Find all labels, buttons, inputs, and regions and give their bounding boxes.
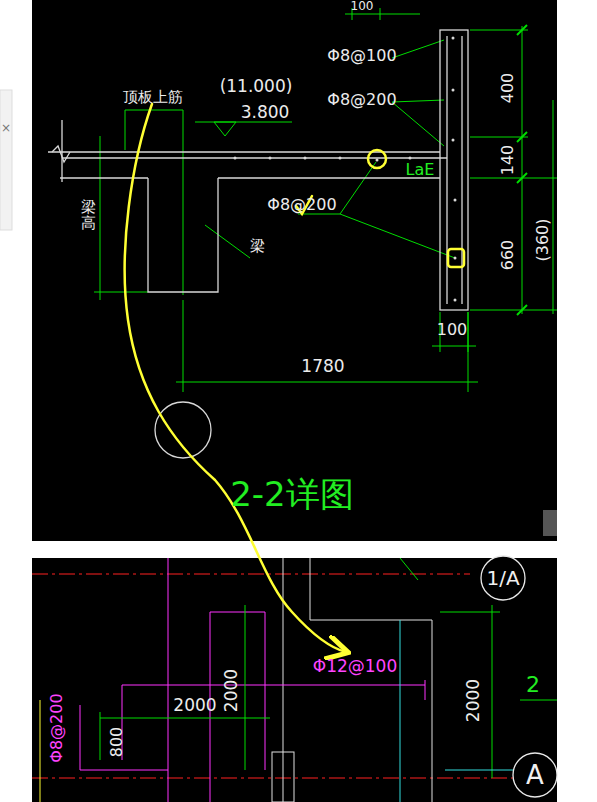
- drawing-label: 2-2详图: [230, 477, 354, 511]
- drawing-label: 顶板上筋: [123, 90, 183, 105]
- drawing-label: ×: [1, 122, 11, 134]
- drawing-label: 100: [351, 0, 374, 12]
- label-text: Φ8@200: [267, 197, 336, 213]
- drawing-label: 2000: [465, 678, 482, 721]
- label-text: ×: [1, 122, 11, 134]
- drawing-label: 1780: [301, 358, 344, 375]
- label-text: 顶板上筋: [123, 90, 183, 105]
- label-text: 100: [351, 0, 374, 12]
- axis-bubble: A: [512, 752, 558, 798]
- label-text: 梁: [250, 239, 265, 254]
- label-text: 3.800: [241, 104, 290, 121]
- drawing-label: 2: [526, 674, 540, 696]
- drawing-label: Φ8@100: [327, 48, 396, 64]
- drawing-label: 梁: [250, 239, 265, 254]
- label-text: Φ8@200: [327, 92, 396, 108]
- label-text: 2000: [173, 697, 216, 714]
- label-text: (11.000): [220, 78, 293, 95]
- drawing-label: (360): [535, 218, 551, 261]
- label-text: 800: [109, 727, 125, 758]
- label-text: 140: [500, 145, 516, 176]
- label-text: Φ12@100: [313, 658, 397, 675]
- label-text: Φ8@100: [327, 48, 396, 64]
- drawing-label: 100: [437, 322, 468, 338]
- drawing-label: 800: [109, 727, 125, 758]
- drawing-label: 660: [500, 240, 516, 271]
- drawing-label: Φ8@200: [267, 197, 336, 213]
- drawing-label: Φ8@200: [327, 92, 396, 108]
- drawing-label: 2000: [173, 697, 216, 714]
- label-text: 梁高: [81, 199, 96, 232]
- label-text: LaE: [406, 162, 435, 178]
- bubble-text: A: [526, 760, 544, 790]
- drawing-label: 140: [500, 145, 516, 176]
- drawing-label: 3.800: [241, 104, 290, 121]
- label-text: 2000: [465, 678, 482, 721]
- drawing-label: Φ12@100: [313, 658, 397, 675]
- label-text: 2000: [223, 668, 240, 711]
- label-text: 1780: [301, 358, 344, 375]
- axis-bubble: 1/A: [480, 555, 526, 601]
- drawing-label: 梁高: [81, 199, 96, 232]
- label-text: (360): [535, 218, 551, 261]
- label-text: 2-2详图: [230, 477, 354, 511]
- label-text: 660: [500, 240, 516, 271]
- drawing-label: (11.000): [220, 78, 293, 95]
- label-text: 400: [500, 73, 516, 104]
- label-text: 100: [437, 322, 468, 338]
- drawing-label: LaE: [406, 162, 435, 178]
- drawing-label: Φ8@200: [49, 693, 65, 762]
- drawing-label: 2000: [223, 668, 240, 711]
- label-text: Φ8@200: [49, 693, 65, 762]
- bubble-text: 1/A: [486, 566, 519, 590]
- drawing-label: 400: [500, 73, 516, 104]
- label-text: 2: [526, 674, 540, 696]
